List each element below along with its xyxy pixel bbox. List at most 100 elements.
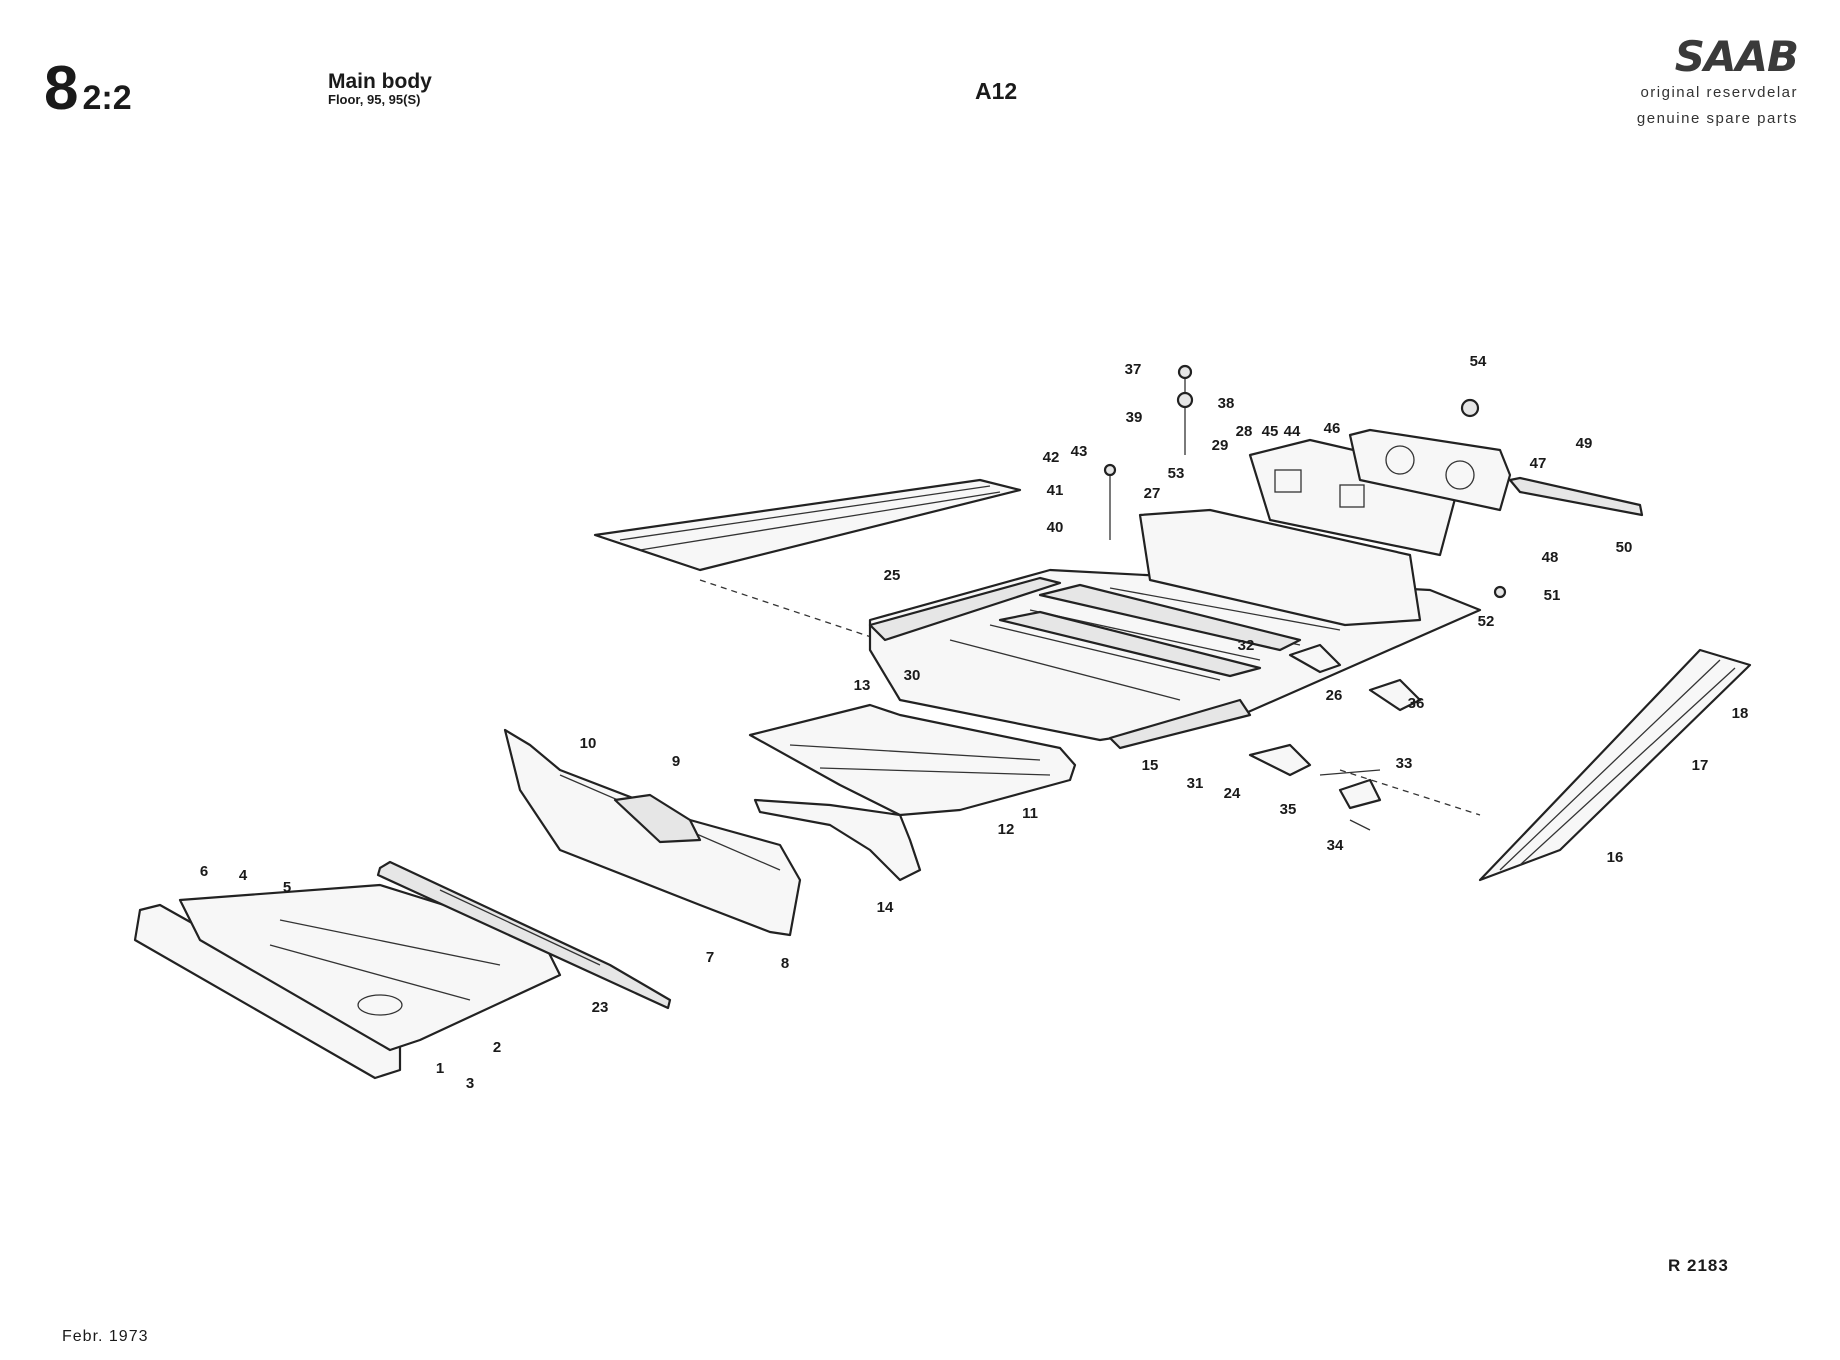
part-callout-38: 38 — [1218, 395, 1235, 412]
front-floor-section — [178, 883, 562, 1052]
alignment-line-left — [699, 579, 881, 641]
floor-rib — [949, 639, 1181, 701]
part-callout-23: 23 — [592, 999, 609, 1016]
part-callout-35: 35 — [1280, 801, 1297, 818]
front-crossmember — [133, 903, 402, 1080]
part-callout-28: 28 — [1236, 423, 1253, 440]
part-callout-54: 54 — [1470, 353, 1487, 370]
side-sill-right — [1108, 698, 1252, 750]
front-floor-rib — [269, 944, 471, 1001]
part-callout-52: 52 — [1478, 613, 1495, 630]
floor-crossmember — [998, 610, 1262, 678]
part-callout-48: 48 — [1542, 549, 1559, 566]
rear-panel-hole — [1385, 445, 1415, 475]
part-callout-15: 15 — [1142, 757, 1159, 774]
print-date: Febr. 1973 — [62, 1328, 149, 1345]
bracket — [1368, 678, 1422, 712]
part-callout-24: 24 — [1224, 785, 1241, 802]
part-callout-27: 27 — [1144, 485, 1161, 502]
saab-logo: SAAB — [1674, 32, 1799, 81]
side-member-left — [593, 478, 1022, 572]
part-callout-4: 4 — [239, 867, 248, 884]
mount-strip — [1319, 769, 1381, 776]
brand-block: SAAB original reservdelar genuine spare … — [1636, 32, 1799, 130]
part-callout-31: 31 — [1187, 775, 1204, 792]
front-rail-strip — [439, 889, 601, 966]
part-callout-18: 18 — [1732, 705, 1749, 722]
side-member-left-rib — [619, 485, 991, 541]
part-callout-11: 11 — [1022, 805, 1038, 822]
side-member-right — [1478, 648, 1752, 882]
grommet — [1460, 398, 1480, 418]
tunnel-panel-rib — [819, 767, 1051, 776]
part-callout-16: 16 — [1607, 849, 1624, 866]
rear-panel-hole — [1445, 460, 1475, 490]
tunnel-panel — [748, 703, 1077, 817]
part-callout-9: 9 — [672, 753, 680, 770]
part-callout-30: 30 — [904, 667, 921, 684]
part-callout-53: 53 — [1168, 465, 1185, 482]
part-callout-42: 42 — [1043, 449, 1060, 466]
part-callout-39: 39 — [1126, 409, 1143, 426]
bracket — [1288, 643, 1342, 674]
part-callout-34: 34 — [1327, 837, 1344, 854]
brand-tagline-2: genuine spare parts — [1636, 109, 1798, 127]
page-subtitle: Floor, 95, 95(S) — [328, 92, 421, 108]
group-code: A12 — [975, 78, 1018, 104]
part-callout-13: 13 — [854, 677, 871, 694]
bolt — [1493, 585, 1507, 599]
side-member-right-rib — [1519, 667, 1736, 866]
part-callout-43: 43 — [1071, 443, 1088, 460]
part-callout-29: 29 — [1212, 437, 1229, 454]
part-callout-6: 6 — [200, 863, 208, 880]
part-callout-3: 3 — [466, 1075, 474, 1092]
side-sill-left — [868, 576, 1062, 642]
part-callout-40: 40 — [1047, 519, 1064, 536]
part-callout-2: 2 — [493, 1039, 501, 1056]
mount-strip — [1349, 819, 1371, 831]
floor-crossmember — [1038, 583, 1302, 652]
page-title: Main body — [328, 70, 432, 93]
part-callout-50: 50 — [1616, 539, 1633, 556]
side-member-left-rib — [639, 491, 1001, 551]
section-major: 8 — [44, 54, 79, 123]
front-floor-rib — [279, 919, 501, 966]
part-callout-12: 12 — [998, 821, 1015, 838]
part-callout-5: 5 — [283, 879, 291, 896]
front-floor-bracket — [613, 793, 702, 844]
part-callout-44: 44 — [1284, 423, 1301, 440]
front-floor-hole — [357, 994, 403, 1016]
part-callout-10: 10 — [580, 735, 597, 752]
part-callout-36: 36 — [1408, 695, 1425, 712]
part-callout-14: 14 — [877, 899, 894, 916]
section-minor: 2:2 — [82, 79, 132, 117]
floor-rib — [989, 624, 1221, 681]
rear-seat-support — [1138, 508, 1422, 627]
part-callout-41: 41 — [1047, 482, 1064, 499]
drawing-reference: R 2183 — [1668, 1256, 1729, 1275]
side-member-right-rib — [1499, 659, 1721, 871]
part-callout-49: 49 — [1576, 435, 1593, 452]
part-callout-46: 46 — [1324, 420, 1341, 437]
floor-rib — [1109, 587, 1341, 631]
part-callout-45: 45 — [1262, 423, 1279, 440]
washer — [1176, 391, 1194, 409]
bracket — [1338, 778, 1382, 810]
rear-rail — [1508, 476, 1644, 517]
part-callout-25: 25 — [884, 567, 901, 584]
nut — [1103, 463, 1117, 477]
rear-wall-opening — [1339, 484, 1365, 508]
part-callout-32: 32 — [1238, 637, 1255, 654]
part-callout-17: 17 — [1692, 757, 1709, 774]
part-callout-26: 26 — [1326, 687, 1343, 704]
bolt-head — [1177, 364, 1193, 380]
alignment-line-right — [1339, 769, 1481, 816]
rear-wall-opening — [1274, 469, 1302, 493]
part-callout-33: 33 — [1396, 755, 1413, 772]
bracket — [1248, 743, 1312, 777]
front-rail — [376, 860, 672, 1010]
part-callout-1: 1 — [436, 1060, 444, 1077]
tunnel-brace — [753, 798, 922, 882]
